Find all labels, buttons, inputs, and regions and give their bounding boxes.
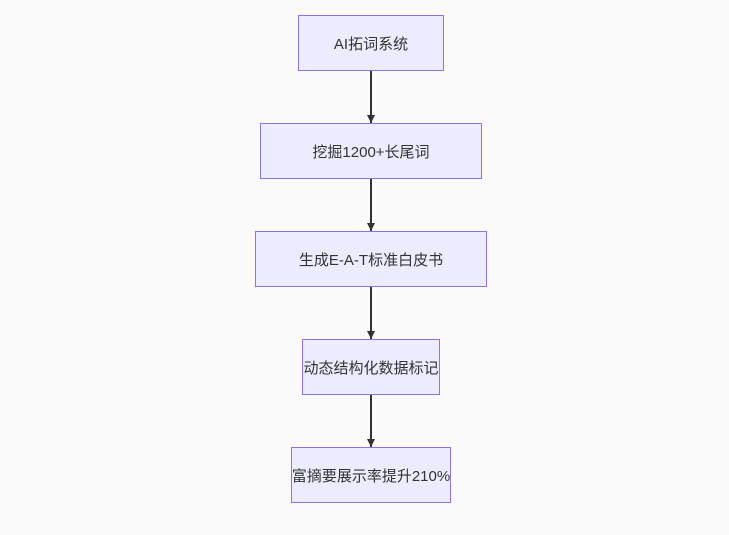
arrowhead-down-icon <box>367 115 375 123</box>
flow-node-longtail-mining: 挖掘1200+长尾词 <box>260 123 482 179</box>
flowchart-column: AI拓词系统 挖掘1200+长尾词 生成E-A-T标准白皮书 动态结构化数据标记… <box>255 15 487 503</box>
flow-node-ai-keyword-system: AI拓词系统 <box>298 15 444 71</box>
flow-edge-1 <box>367 71 375 123</box>
arrowhead-down-icon <box>367 331 375 339</box>
flow-node-structured-data-markup: 动态结构化数据标记 <box>302 339 440 395</box>
flow-edge-4 <box>367 395 375 447</box>
flow-node-eat-whitepaper: 生成E-A-T标准白皮书 <box>255 231 487 287</box>
flow-node-rich-snippet-result: 富摘要展示率提升210% <box>290 447 452 503</box>
arrowhead-down-icon <box>367 439 375 447</box>
arrowhead-down-icon <box>367 223 375 231</box>
flow-edge-3 <box>367 287 375 339</box>
flow-edge-2 <box>367 179 375 231</box>
